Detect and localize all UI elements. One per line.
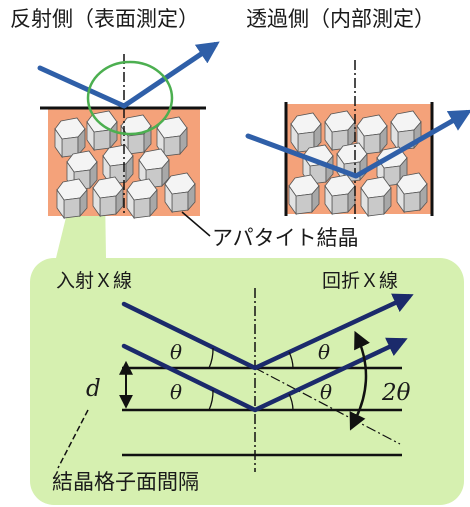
lattice-spacing-label: 結晶格子面間隔 [52,470,199,494]
theta-label-2: θ [318,340,331,364]
d-pointer [57,409,89,469]
theta-label-4: θ [320,380,333,404]
reflection-sample [40,106,206,219]
angle-arcs [208,347,294,411]
incident-xray-label: 入射Ｘ線 [56,270,133,292]
apatite-crystal-label: アパタイト結晶 [212,226,359,250]
highlight-circle [86,60,174,136]
reflection-title: 反射側（表面測定） [10,7,199,31]
theta-label-3: θ [170,380,183,404]
d-label: d [86,376,101,402]
theta-label-1: θ [170,340,183,364]
transmission-title: 透過側（内部測定） [246,7,435,31]
two-theta-label: 2θ [382,380,411,406]
reflection-beams [37,41,220,109]
crystal-pointer [181,211,211,237]
bragg-rays [121,293,414,413]
diffracted-xray-label: 回折Ｘ線 [322,270,399,292]
two-theta-arc [349,330,370,431]
transmission-beams [245,109,470,179]
